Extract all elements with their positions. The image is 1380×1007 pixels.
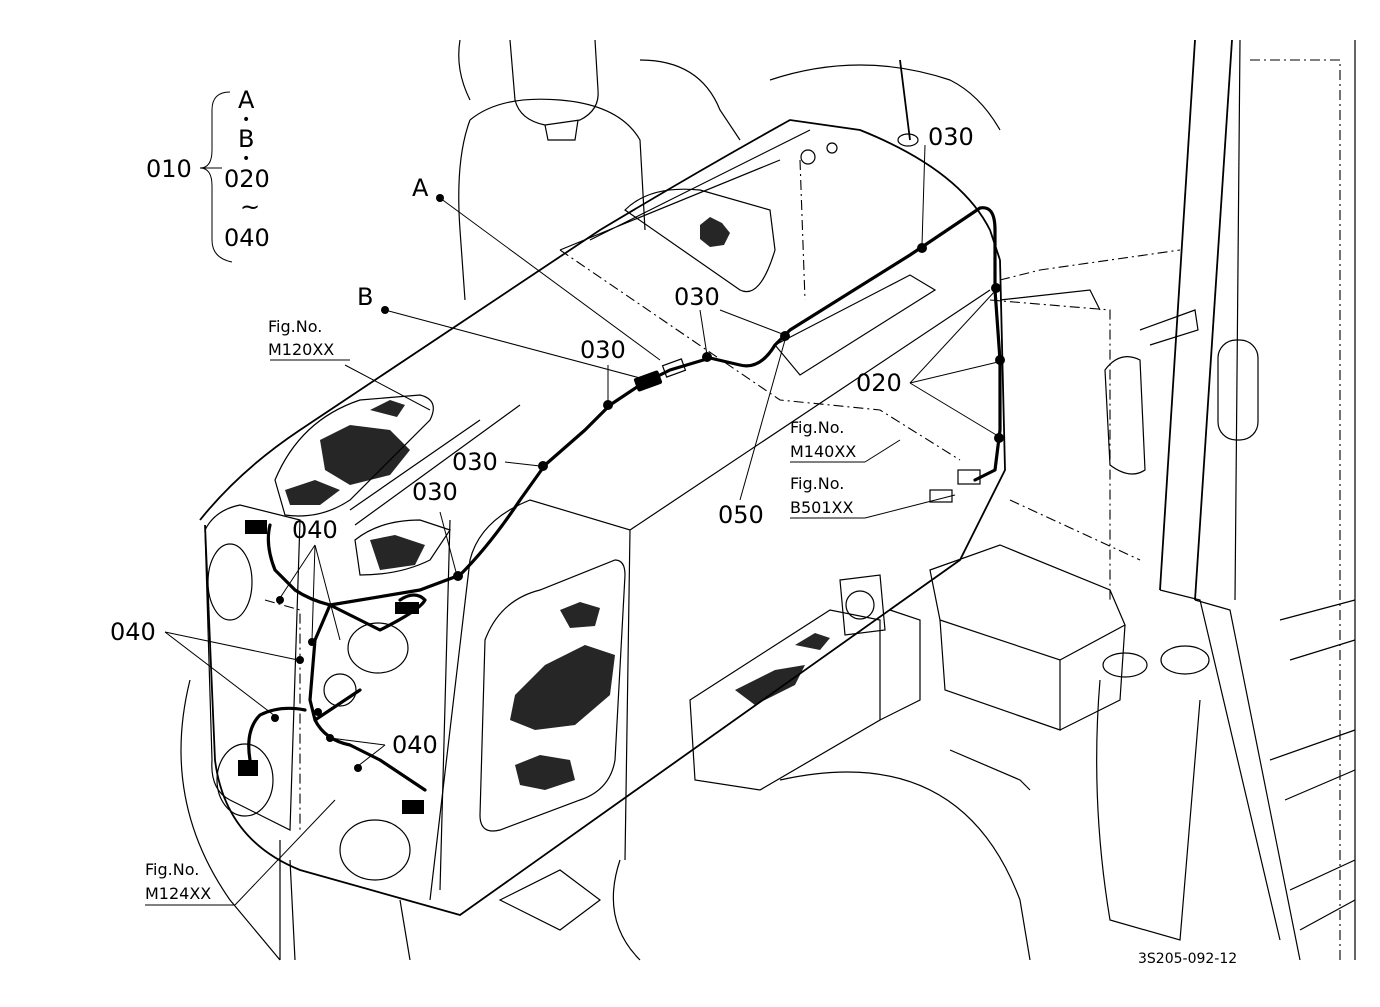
- fig-ref-m124-code: M124XX: [145, 884, 211, 903]
- callout-030-mid: 030: [580, 336, 626, 364]
- callout-020: 020: [856, 369, 902, 397]
- harness-main-run: [328, 206, 1002, 607]
- figure-references: Fig.No. M120XX Fig.No. M140XX Fig.No. B5…: [145, 317, 856, 903]
- fig-ref-m140-code: M140XX: [790, 442, 856, 461]
- bracket-label-a: A: [238, 86, 255, 114]
- bracket-label-020: 020: [224, 165, 270, 193]
- fig-ref-m124-title: Fig.No.: [145, 860, 199, 879]
- bracket-label-040: 040: [224, 224, 270, 252]
- callout-030-top: 030: [928, 123, 974, 151]
- point-b-label: B: [357, 283, 373, 311]
- fig-ref-m120-code: M120XX: [268, 340, 334, 359]
- callout-040-front: 040: [292, 516, 338, 544]
- fig-ref-b501-code: B501XX: [790, 498, 853, 517]
- callout-030-left-2: 030: [412, 478, 458, 506]
- bracket-label-b: B: [238, 125, 254, 153]
- callout-030-left-1: 030: [452, 448, 498, 476]
- callout-010: 010: [146, 155, 192, 183]
- callout-040-left: 040: [110, 618, 156, 646]
- bracket-tilde: ~: [240, 193, 260, 221]
- bracket-dot-1: •: [242, 112, 250, 128]
- bracket-dot-2: •: [242, 151, 250, 167]
- connectors: [238, 243, 1005, 814]
- point-a-label: A: [412, 174, 429, 202]
- callout-030-mid-right: 030: [674, 283, 720, 311]
- point-b-dot: [381, 306, 389, 314]
- callout-050: 050: [718, 501, 764, 529]
- tractor-line-art: [180, 39, 1356, 961]
- point-a-dot: [436, 194, 444, 202]
- fig-ref-m140-title: Fig.No.: [790, 418, 844, 437]
- fig-ref-m120-title: Fig.No.: [268, 317, 322, 336]
- hatch-patches: [285, 217, 830, 790]
- callout-labels: 010 A • B • 020 ~ 040 A B 030 030 030 03…: [110, 86, 974, 759]
- drawing-number: 3S205-092-12: [1138, 951, 1237, 967]
- callout-040-bottom: 040: [392, 731, 438, 759]
- fig-ref-b501-title: Fig.No.: [790, 474, 844, 493]
- leader-lines: [145, 91, 999, 906]
